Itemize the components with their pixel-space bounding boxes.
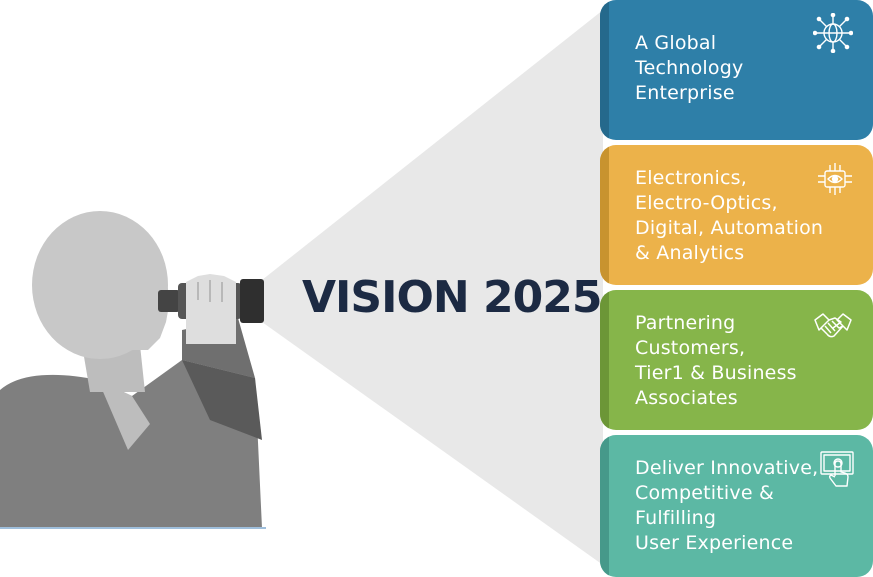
touch-screen-icon <box>817 448 857 488</box>
person-head <box>32 211 168 359</box>
card-text: A Global Technology Enterprise <box>635 31 827 106</box>
card-line: Deliver Innovative, <box>635 457 819 479</box>
handshake-icon <box>813 306 853 346</box>
binocular-eyepiece <box>158 290 180 312</box>
card-line: Electro-Optics, <box>635 192 778 214</box>
card-line: & Analytics <box>635 242 745 264</box>
card-line: Partnering <box>635 312 736 334</box>
card-line: Fulfilling <box>635 507 717 529</box>
card-line: Customers, <box>635 337 746 359</box>
card-edge <box>600 145 609 285</box>
card-line: Enterprise <box>635 82 735 104</box>
card-partnering: Partnering Customers, Tier1 & Business A… <box>600 290 873 430</box>
card-text: Deliver Innovative, Competitive & Fulfil… <box>635 456 827 556</box>
vision-title: VISION 2025 <box>302 272 603 323</box>
card-global-technology: A Global Technology Enterprise <box>600 0 873 140</box>
card-line: Digital, Automation <box>635 217 824 239</box>
card-line: Technology <box>635 57 744 79</box>
card-edge <box>600 0 609 140</box>
card-electronics: Electronics, Electro-Optics, Digital, Au… <box>600 145 873 285</box>
globe-network-icon <box>812 12 854 54</box>
card-line: Tier1 & Business <box>635 362 797 384</box>
chip-eye-icon <box>815 159 855 199</box>
card-line: Competitive & <box>635 482 774 504</box>
card-user-experience: Deliver Innovative, Competitive & Fulfil… <box>600 435 873 577</box>
person-sleeve-shadow <box>182 360 262 440</box>
card-text: Electronics, Electro-Optics, Digital, Au… <box>635 166 827 266</box>
card-text: Partnering Customers, Tier1 & Business A… <box>635 311 827 411</box>
person-collar <box>98 380 150 450</box>
binocular-lens <box>240 279 264 323</box>
card-line: Electronics, <box>635 167 747 189</box>
card-edge <box>600 290 609 430</box>
card-line: A Global <box>635 32 717 54</box>
card-line: Associates <box>635 387 738 409</box>
card-edge <box>600 435 609 577</box>
person-face <box>128 260 170 350</box>
person-with-binoculars-illustration <box>0 211 266 529</box>
card-line: User Experience <box>635 532 794 554</box>
